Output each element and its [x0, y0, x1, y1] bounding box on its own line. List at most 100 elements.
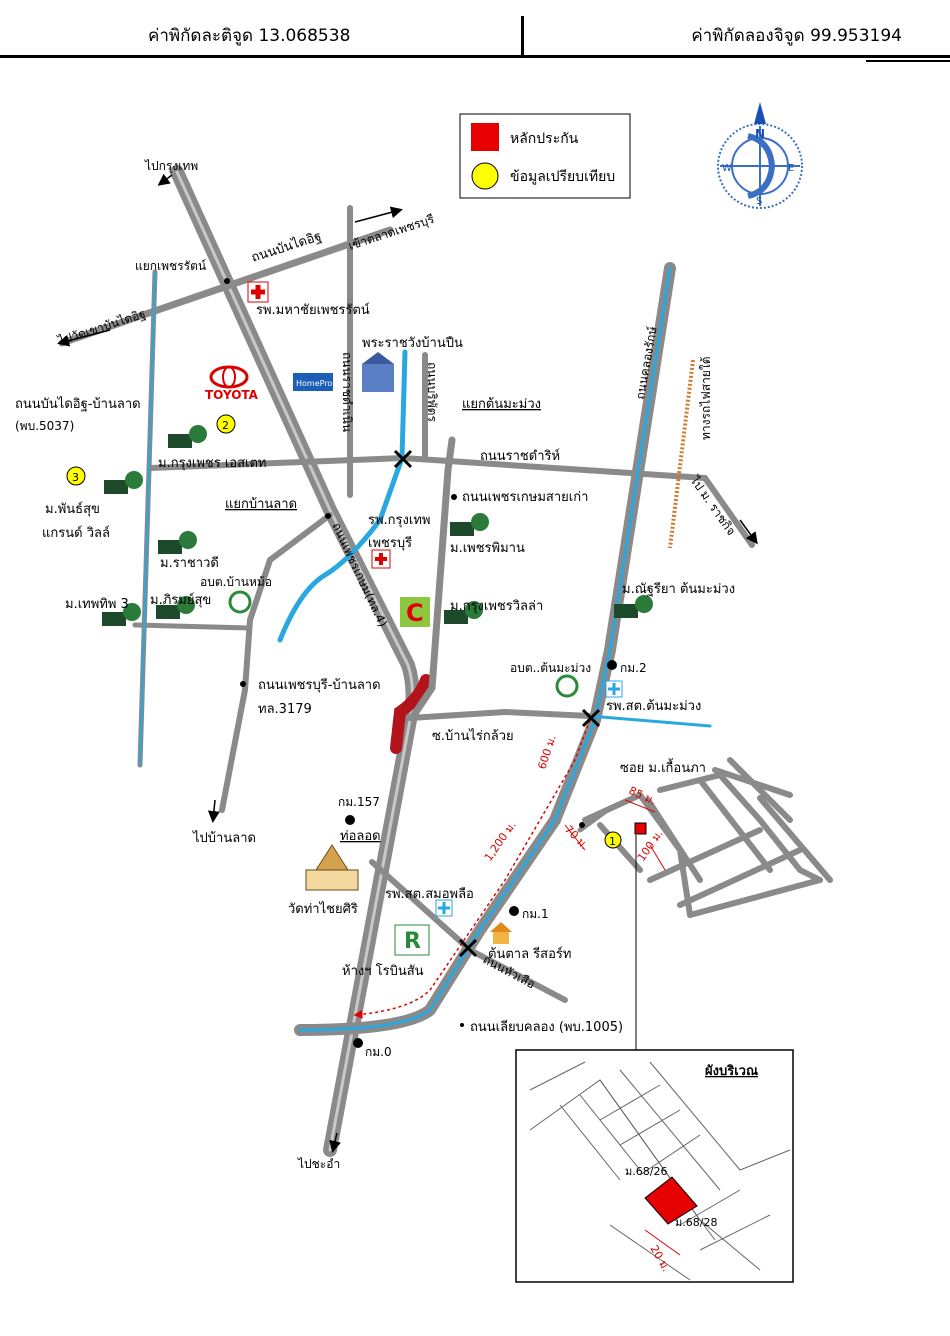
old-phetkasem-road	[408, 436, 456, 722]
site-plan-title: ผังบริเวณ	[705, 1064, 758, 1079]
plot-28-label: ม.68/28	[675, 1216, 717, 1229]
direction-arrows	[57, 173, 758, 1153]
collateral-marker	[634, 822, 647, 835]
label-to-banlat: ไปบ้านลาด	[192, 830, 256, 846]
housing-estate-icons	[102, 425, 653, 626]
compass-east: E	[788, 163, 794, 174]
label-ban-mo-tao: อบต.บ้านหม้อ	[200, 575, 272, 589]
latitude-label: ค่าพิกัดละติจูด 13.068538	[148, 26, 351, 46]
label-mahachai-hospital: รพ.มหาชัยเพชรรัตน์	[256, 302, 370, 318]
label-ratchadamnoen: ถนนราชดำเนิน	[340, 352, 354, 432]
label-phetcharat-junction: แยกเพชรรัตน์	[135, 259, 206, 273]
khlong-left	[139, 271, 156, 766]
label-health-ton-mamuang: รพ.สต.ต้นมะม่วง	[606, 699, 701, 714]
label-phetburi-banlat: ถนนเพชรบุรี-บ้านลาด	[258, 677, 381, 693]
comparable-2-marker	[216, 414, 236, 434]
label-thepthip3: ม.เทพทิพ 3	[65, 597, 129, 612]
longitude-label: ค่าพิกัดลองจิจูด 99.953194	[691, 26, 902, 46]
label-pb5037: (พบ.5037)	[15, 419, 74, 433]
palace-icon	[362, 352, 394, 392]
label-bandaiit-banlat: ถนนบันไดอิฐ-บ้านลาด	[15, 396, 141, 412]
phetkasem-road	[170, 165, 420, 1157]
site-dimensions	[564, 799, 666, 871]
label-km2: กม.2	[620, 661, 647, 675]
resort-icon	[490, 922, 512, 944]
health-center-icon	[435, 899, 453, 917]
housing-icon	[158, 531, 197, 554]
label-km1: กม.1	[522, 907, 549, 921]
housing-icon	[156, 596, 195, 619]
header-rule-short	[866, 60, 950, 62]
river	[277, 349, 408, 643]
label-tl3179: ทล.3179	[258, 702, 312, 717]
km-markers	[224, 278, 617, 1048]
label-robinson: ห้างฯ โรบินสัน	[342, 963, 424, 979]
housing-icon	[450, 513, 489, 536]
waterways	[139, 266, 712, 1032]
toyota-label: TOYOTA	[205, 388, 259, 402]
label-ratchawithi-road: ถนนราชดำริห์	[480, 448, 560, 464]
label-old-phetkasem: ถนนเพชรเกษมสายเก่า	[462, 490, 588, 505]
header-divider	[521, 16, 524, 56]
label-to-bangkok: ไปกรุงเทพ	[144, 159, 198, 174]
label-dist-85: 85 ม.	[627, 784, 658, 808]
highlight-segment	[390, 674, 432, 754]
subdivision-grid	[582, 757, 833, 918]
toyota-logo: TOYOTA	[205, 365, 259, 402]
svg-text:C: C	[406, 599, 424, 627]
robinson-logo: R	[394, 924, 430, 956]
comparable-1-number: 1	[609, 835, 616, 848]
label-soi-kueanpha: ซอย ม.เกื้อนภา	[620, 758, 706, 776]
label-to-ratchakit: ไป ม. ราชกิจ	[687, 473, 738, 538]
collateral-swatch	[471, 123, 499, 151]
soi-ban-rai	[407, 708, 593, 721]
site-collateral-plot	[644, 1176, 698, 1225]
label-ton-mamuang-junction: แยกต้นมะม่วง	[462, 397, 541, 412]
housing-icon	[104, 471, 143, 494]
housing-icon	[168, 425, 207, 448]
label-phansuk2: แกรนด์ วิลล์	[42, 525, 110, 541]
label-to-market: เข้าตลาดเพชรบุรี	[347, 212, 437, 254]
landmark-icons: TOYOTA HomePro C R	[66, 281, 653, 1050]
railway	[668, 359, 695, 549]
tao-logo-icon	[555, 674, 579, 698]
label-phet-phiman: ม.เพชรพิมาน	[450, 541, 525, 556]
label-culvert: ท่อลอด	[340, 829, 381, 844]
legend-collateral-label: หลักประกัน	[510, 131, 579, 147]
compass-north: N	[755, 127, 765, 141]
compass-west: W	[722, 163, 732, 174]
compass-south: S	[756, 196, 762, 207]
label-ton-tan-resort: ต้นตาล รีสอร์ท	[488, 946, 571, 962]
phetburi-banlat-road	[219, 512, 333, 813]
homepro-label: HomePro	[296, 379, 332, 388]
label-soi-ban-rai: ซ.บ้านไร่กล้วย	[432, 728, 514, 744]
temple-icon	[305, 844, 359, 891]
label-dist-1200: 1,200 ม.	[482, 819, 519, 864]
label-bangkok-hospital2: เพชรบุรี	[368, 535, 412, 551]
label-chatchuri: ม.ณัฐรียา ต้นมะม่วง	[622, 581, 735, 597]
label-ratchawadee: ม.ราชาวดี	[160, 555, 219, 571]
map-labels: ไปกรุงเทพ ถนนบันไดอิฐ เข้าตลาดเพชรบุรี แ…	[15, 159, 738, 1171]
canal	[298, 266, 672, 1032]
svg-text:R: R	[404, 929, 421, 954]
label-to-wat: ไปวัดเขาบันไดอิฐ	[56, 307, 148, 349]
header-bar: ค่าพิกัดละติจูด 13.068538 ค่าพิกัดลองจิจ…	[0, 0, 950, 62]
bigc-logo: C	[400, 597, 430, 627]
housing-icon	[444, 601, 483, 624]
label-borirak: ถนนบริพัตร	[425, 362, 439, 422]
housing-icon	[614, 595, 653, 618]
health-center-icon	[605, 680, 623, 698]
label-banlat-junction: แยกบ้านลาด	[225, 497, 297, 512]
label-ton-mamuang-tao: อบต..ต้นมะม่วง	[510, 661, 591, 675]
label-krungphet-estate: ม.กรุงเพชร เอสเตท	[158, 456, 267, 471]
label-km157: กม.157	[338, 795, 380, 809]
comparable-3-number: 3	[72, 471, 79, 484]
hospital-icon	[247, 281, 269, 303]
label-krungphet-villa: ม.กรุงเพชรวิลล่า	[450, 599, 543, 614]
header-rule	[0, 55, 950, 58]
comparable-2-number: 2	[222, 419, 229, 432]
bandaiit-road	[58, 226, 394, 347]
crossing-markers	[393, 449, 601, 958]
label-dist-600: 600 ม.	[535, 733, 558, 771]
